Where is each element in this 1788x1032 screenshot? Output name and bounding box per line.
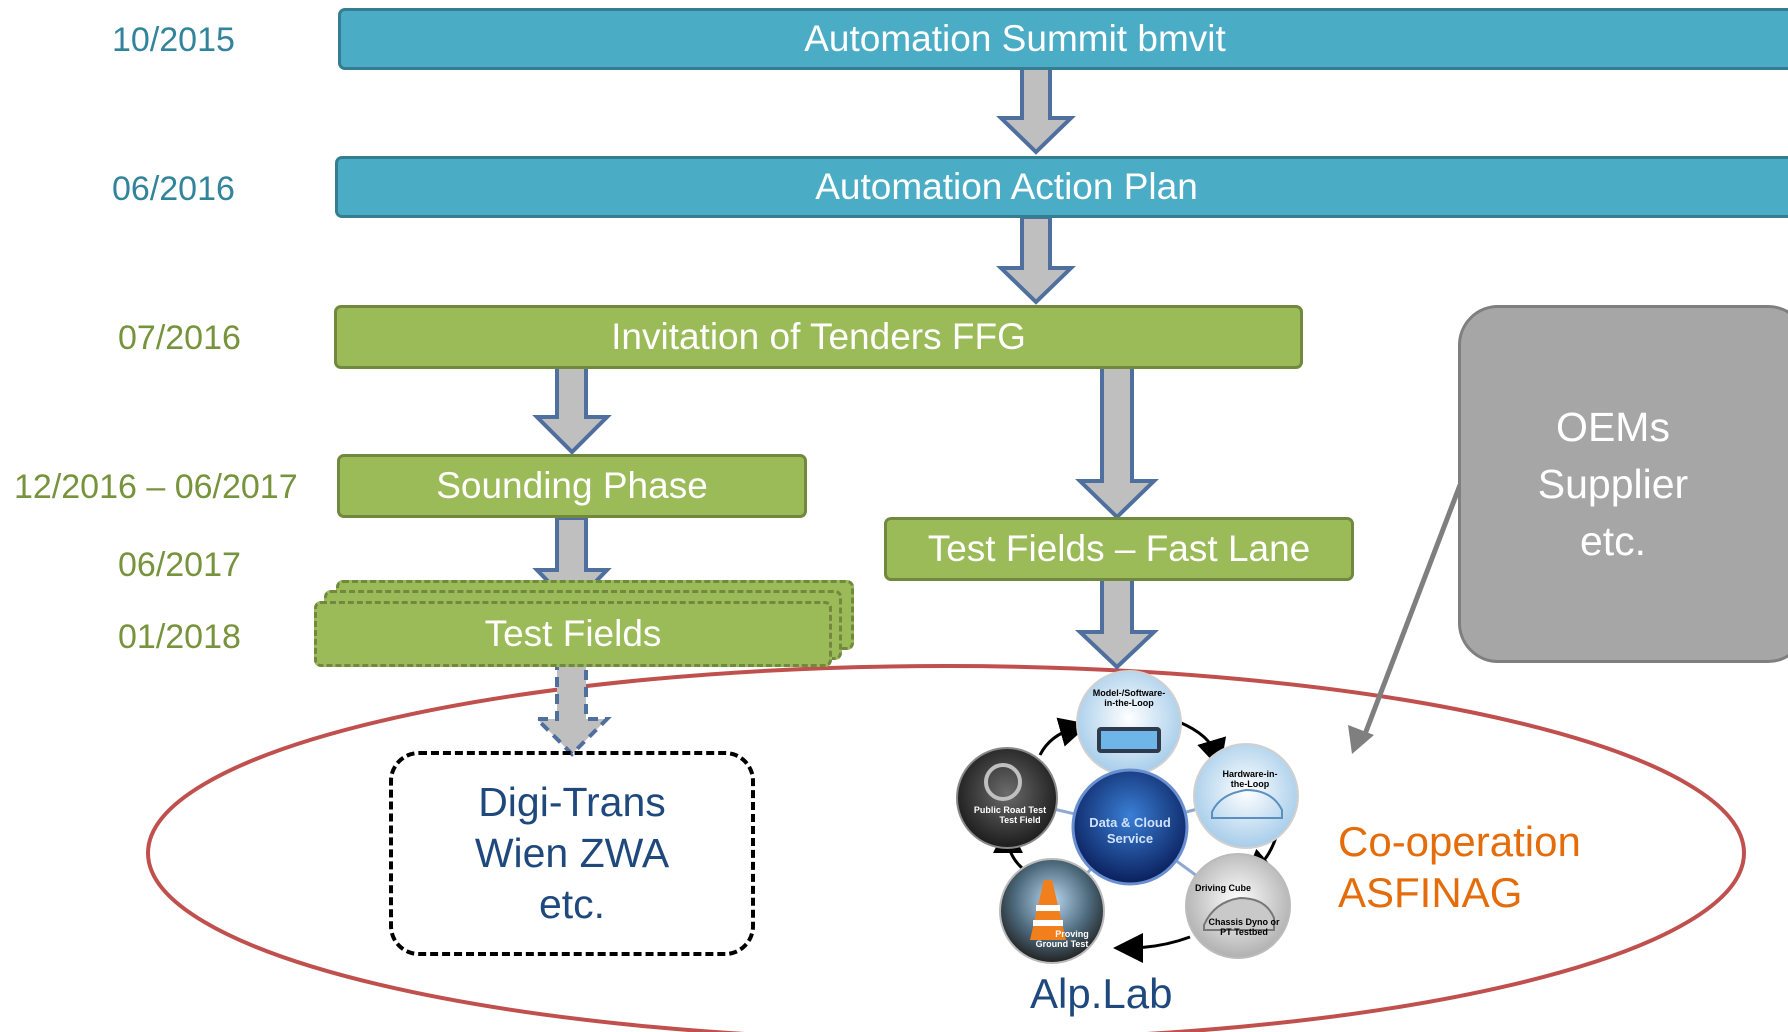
cooperation-label: Co-operation ASFINAG	[1338, 816, 1581, 918]
partners-line-3: etc.	[1579, 517, 1647, 564]
date-2018-01: 01/2018	[118, 618, 241, 656]
cooperation-line-1: Co-operation	[1338, 818, 1581, 865]
arrow-tenders-to-fast-lane	[1075, 365, 1159, 520]
arrow-plan-to-tenders	[996, 215, 1076, 305]
digitrans-line-1: Digi-Trans	[478, 779, 666, 825]
partners-connector-arrow	[1348, 484, 1463, 754]
node-sil-label: Model-/Software-in-the-Loop	[1093, 688, 1166, 708]
phase-sounding: Sounding Phase	[337, 454, 807, 518]
node-hil	[1193, 743, 1299, 849]
digitrans-box: Digi-Trans Wien ZWA etc.	[389, 751, 755, 956]
date-2015-10: 10/2015	[112, 21, 235, 59]
phase-automation-summit-label: Automation Summit bmvit	[804, 18, 1226, 59]
phase-tenders-label: Invitation of Tenders FFG	[611, 316, 1026, 357]
node-cube-label: Driving Cube	[1195, 883, 1251, 893]
phase-test-fields-label: Test Fields	[484, 613, 662, 654]
date-2016-12-2017-06: 12/2016 – 06/2017	[14, 468, 298, 506]
date-2017-06: 06/2017	[118, 546, 241, 584]
date-2016-06: 06/2016	[112, 170, 235, 208]
arrow-test-fields-to-digitrans-dashed	[532, 663, 612, 757]
phase-tenders: Invitation of Tenders FFG	[334, 305, 1303, 369]
node-hil-label: Hardware-in-the-Loop	[1222, 769, 1277, 789]
partners-line-1: OEMs	[1556, 403, 1670, 450]
node-center	[1071, 768, 1189, 886]
digitrans-line-3: etc.	[538, 881, 606, 927]
arrow-tenders-to-sounding	[532, 365, 612, 455]
partners-box: OEMs Supplier etc.	[1458, 305, 1788, 663]
phase-automation-summit: Automation Summit bmvit	[338, 8, 1788, 70]
arrow-fast-lane-to-alplab	[1074, 576, 1160, 670]
digitrans-line-2: Wien ZWA	[474, 830, 670, 876]
alplab-label: Alp.Lab	[1030, 970, 1173, 1017]
phase-fast-lane-label: Test Fields – Fast Lane	[927, 528, 1311, 569]
phase-test-fields: Test Fields	[314, 601, 832, 667]
cooperation-line-2: ASFINAG	[1338, 869, 1523, 916]
node-sil	[1076, 670, 1182, 776]
phase-fast-lane: Test Fields – Fast Lane	[884, 517, 1354, 581]
alplab-cycle-graphic: Model-/Software-in-the-Loop Hardware-in-…	[956, 670, 1299, 964]
arrow-summit-to-plan	[996, 66, 1076, 155]
phase-sounding-label: Sounding Phase	[436, 465, 708, 506]
phase-action-plan-label: Automation Action Plan	[815, 166, 1198, 207]
partners-line-2: Supplier	[1537, 460, 1689, 507]
cooperation-ellipse	[146, 664, 1746, 1032]
phase-action-plan: Automation Action Plan	[335, 156, 1788, 218]
date-2016-07: 07/2016	[118, 319, 241, 357]
